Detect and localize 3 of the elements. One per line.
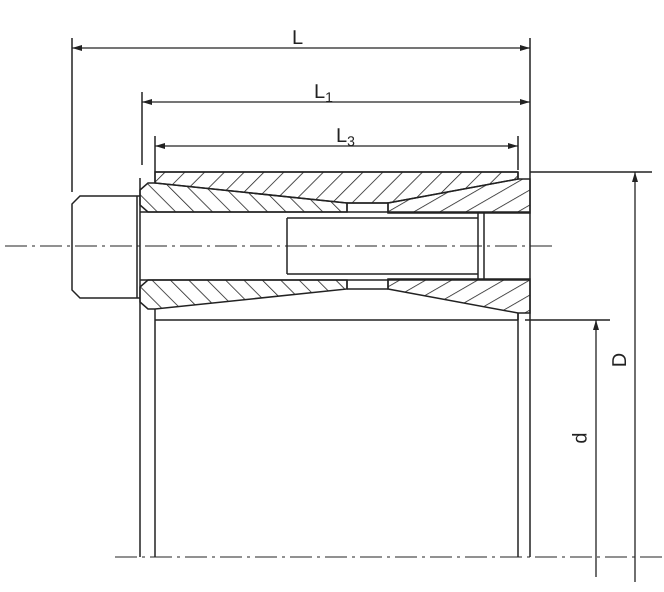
dimension-label: D	[610, 352, 630, 368]
dimension-label: L	[292, 28, 304, 48]
dimension-label: d	[570, 432, 591, 444]
